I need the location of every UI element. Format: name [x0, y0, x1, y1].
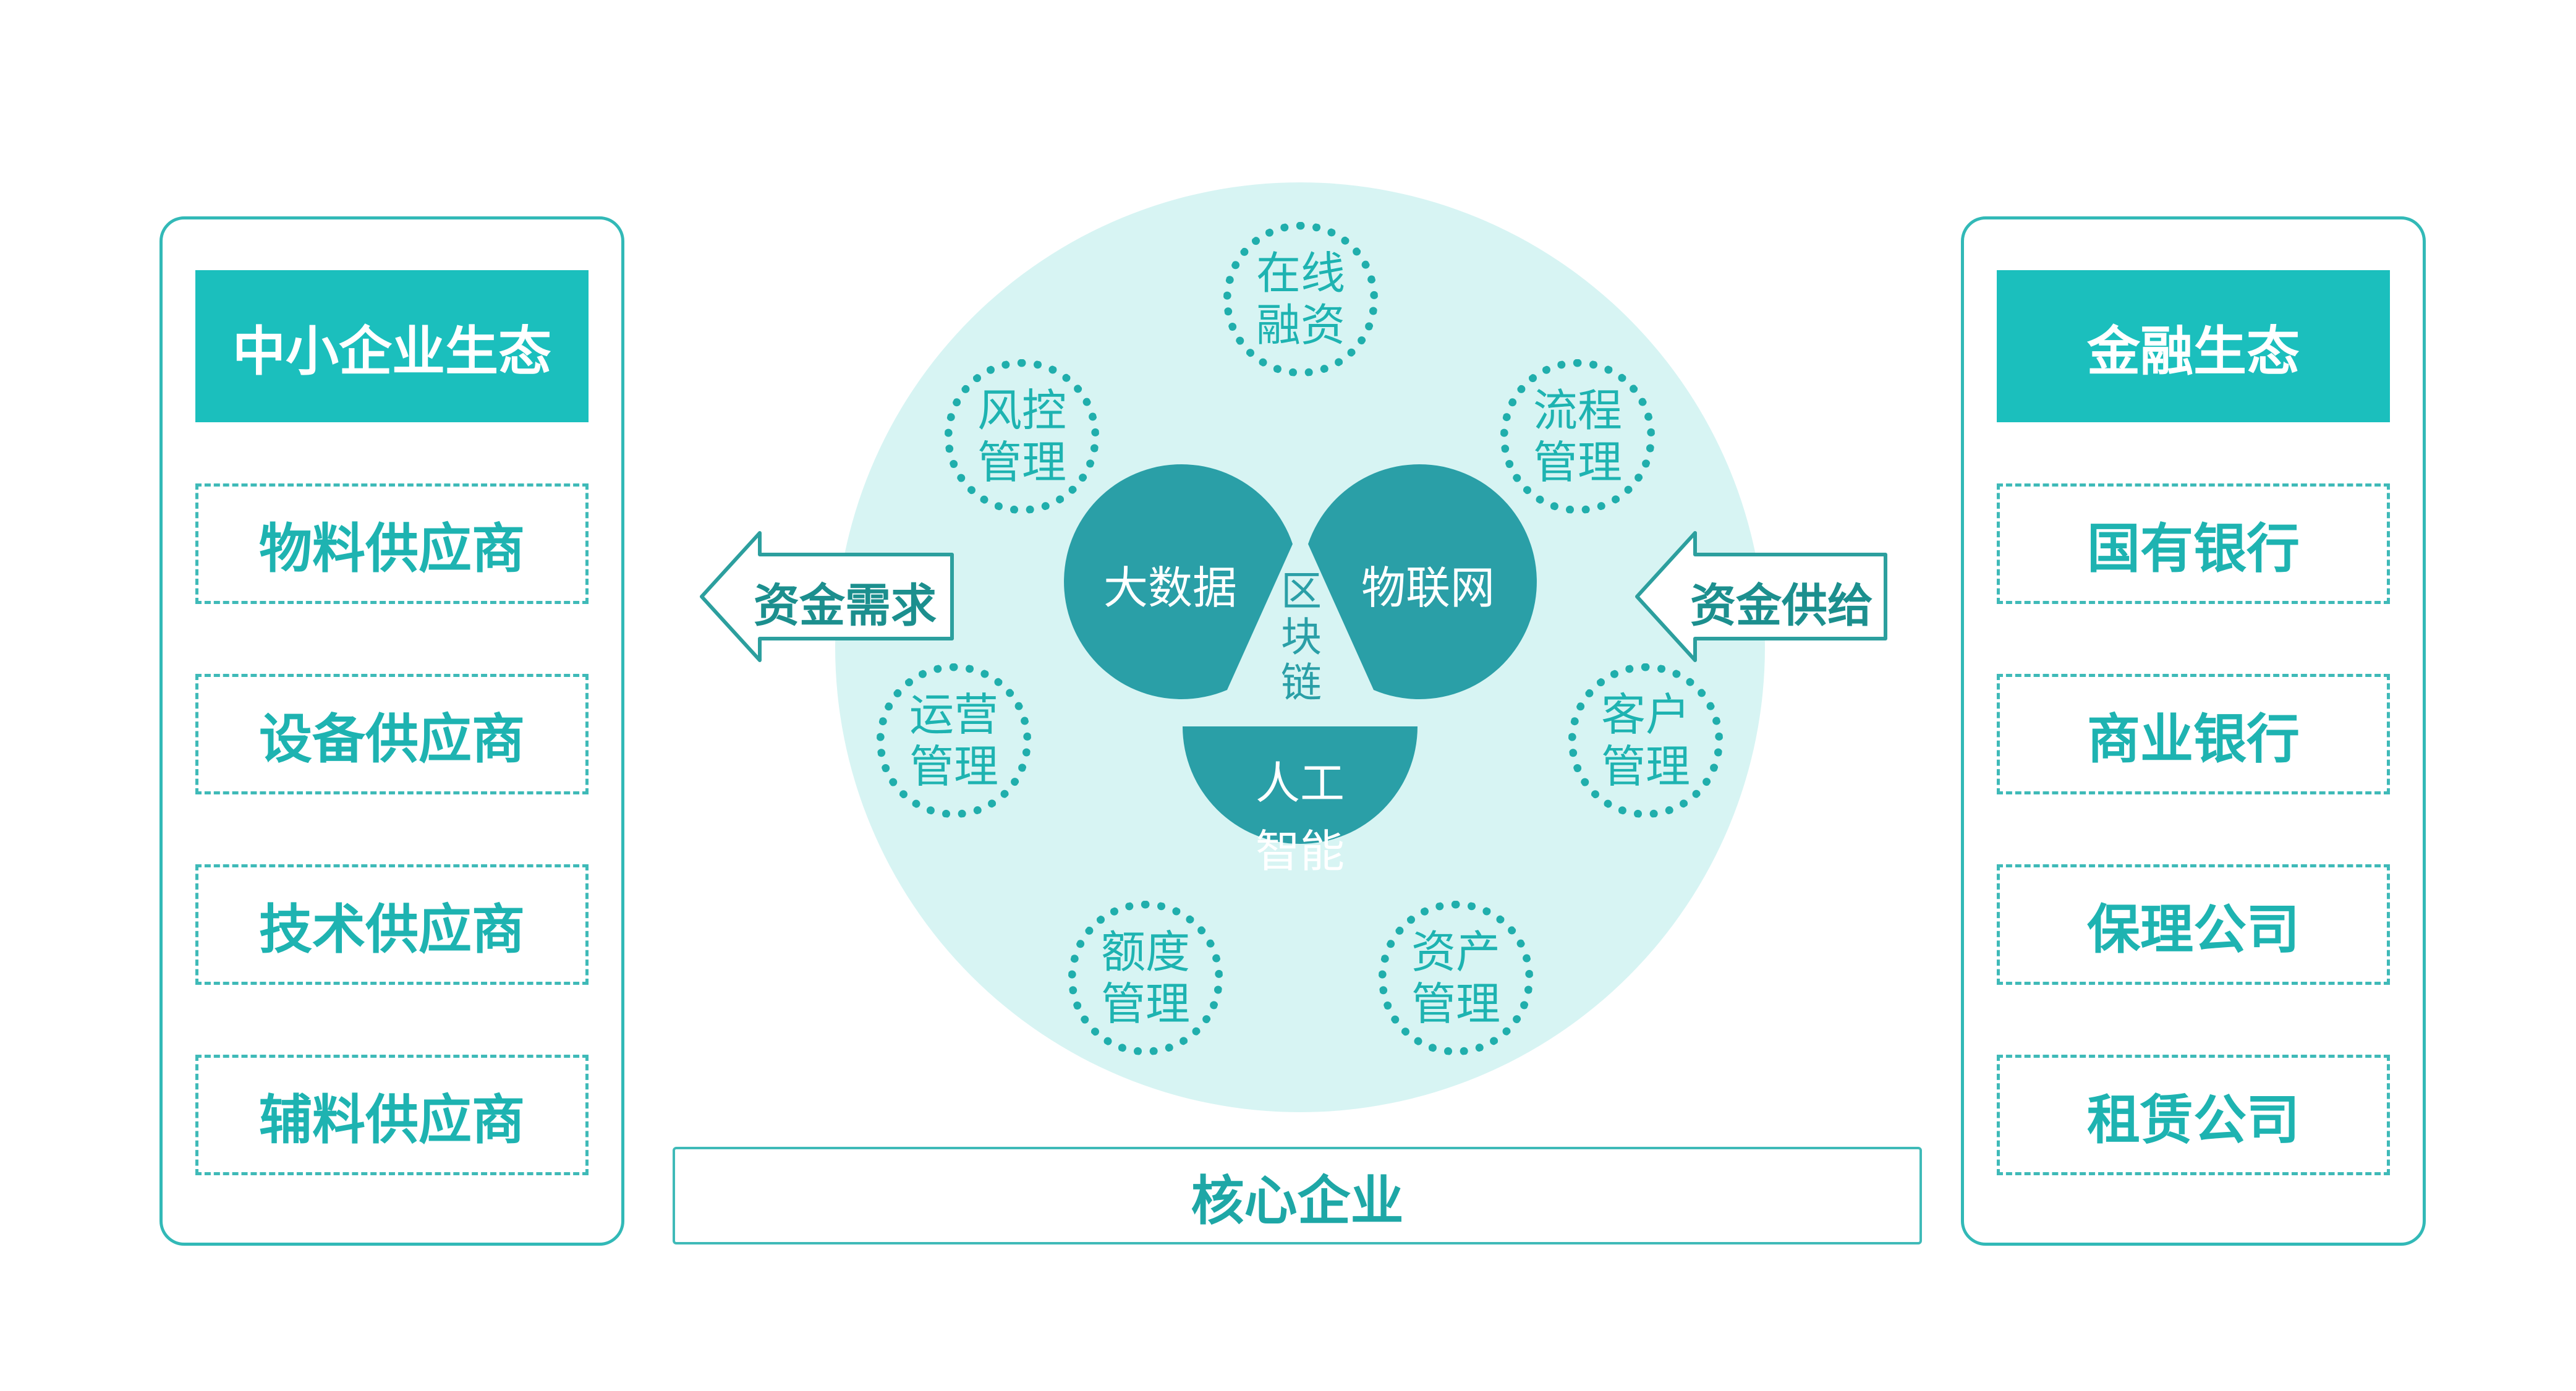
iot-label: 物联网 — [1361, 562, 1495, 614]
capital-demand-label: 资金需求 — [754, 579, 937, 632]
big-data-lobe — [1064, 464, 1293, 699]
ai-label-line1: 人工 — [1255, 757, 1345, 809]
service-label-line1: 风控 — [977, 385, 1066, 436]
supplier-item-material: 物料供应商 — [195, 483, 589, 604]
service-process-management: 流程 管理 — [1500, 359, 1655, 514]
blockchain-label: 区 块 链 — [1273, 569, 1329, 706]
blockchain-char-3: 链 — [1281, 659, 1322, 707]
finance-ecosystem-title: 金融生态 — [1997, 270, 2390, 422]
ai-lobe — [1183, 726, 1418, 844]
big-data-label: 大数据 — [1103, 562, 1237, 614]
service-online-financing: 在线 融资 — [1223, 222, 1378, 376]
service-label-line1: 在线 — [1256, 247, 1345, 299]
service-label-line1: 流程 — [1532, 385, 1622, 436]
capital-supply-label: 资金供给 — [1690, 579, 1873, 632]
service-credit-limit-management: 额度 管理 — [1068, 901, 1223, 1055]
sme-ecosystem-title: 中小企业生态 — [195, 270, 589, 422]
supplier-item-auxiliary: 辅料供应商 — [195, 1055, 589, 1175]
service-label-line2: 管理 — [909, 741, 998, 793]
service-label-line1: 资产 — [1411, 926, 1500, 978]
service-label-line1: 运营 — [909, 689, 998, 741]
service-operation-management: 运营 管理 — [877, 663, 1031, 818]
supplier-item-equipment: 设备供应商 — [195, 674, 589, 794]
finance-item-factoring: 保理公司 — [1997, 864, 2390, 985]
service-label-line2: 管理 — [1532, 436, 1622, 488]
service-risk-control-management: 风控 管理 — [945, 359, 1099, 514]
service-customer-management: 客户 管理 — [1568, 663, 1723, 818]
iot-lobe — [1308, 464, 1537, 699]
finance-item-commercial-bank: 商业银行 — [1997, 674, 2390, 794]
service-label-line2: 融资 — [1256, 299, 1345, 351]
ai-label-line2: 智能 — [1255, 825, 1345, 877]
service-label-line1: 客户 — [1600, 689, 1690, 741]
service-label-line2: 管理 — [977, 436, 1066, 488]
finance-item-state-bank: 国有银行 — [1997, 483, 2390, 604]
service-label-line2: 管理 — [1600, 741, 1690, 793]
service-label-line2: 管理 — [1100, 978, 1190, 1030]
blockchain-char-1: 区 — [1281, 568, 1322, 615]
service-label-line2: 管理 — [1411, 978, 1500, 1030]
service-label-line1: 额度 — [1100, 926, 1190, 978]
blockchain-char-2: 块 — [1281, 613, 1322, 661]
supply-arrow — [1635, 531, 1887, 662]
supplier-item-technology: 技术供应商 — [195, 864, 589, 985]
service-asset-management: 资产 管理 — [1379, 901, 1533, 1055]
core-enterprise-box: 核心企业 — [673, 1147, 1922, 1244]
finance-item-leasing: 租赁公司 — [1997, 1055, 2390, 1175]
demand-arrow — [700, 531, 954, 662]
